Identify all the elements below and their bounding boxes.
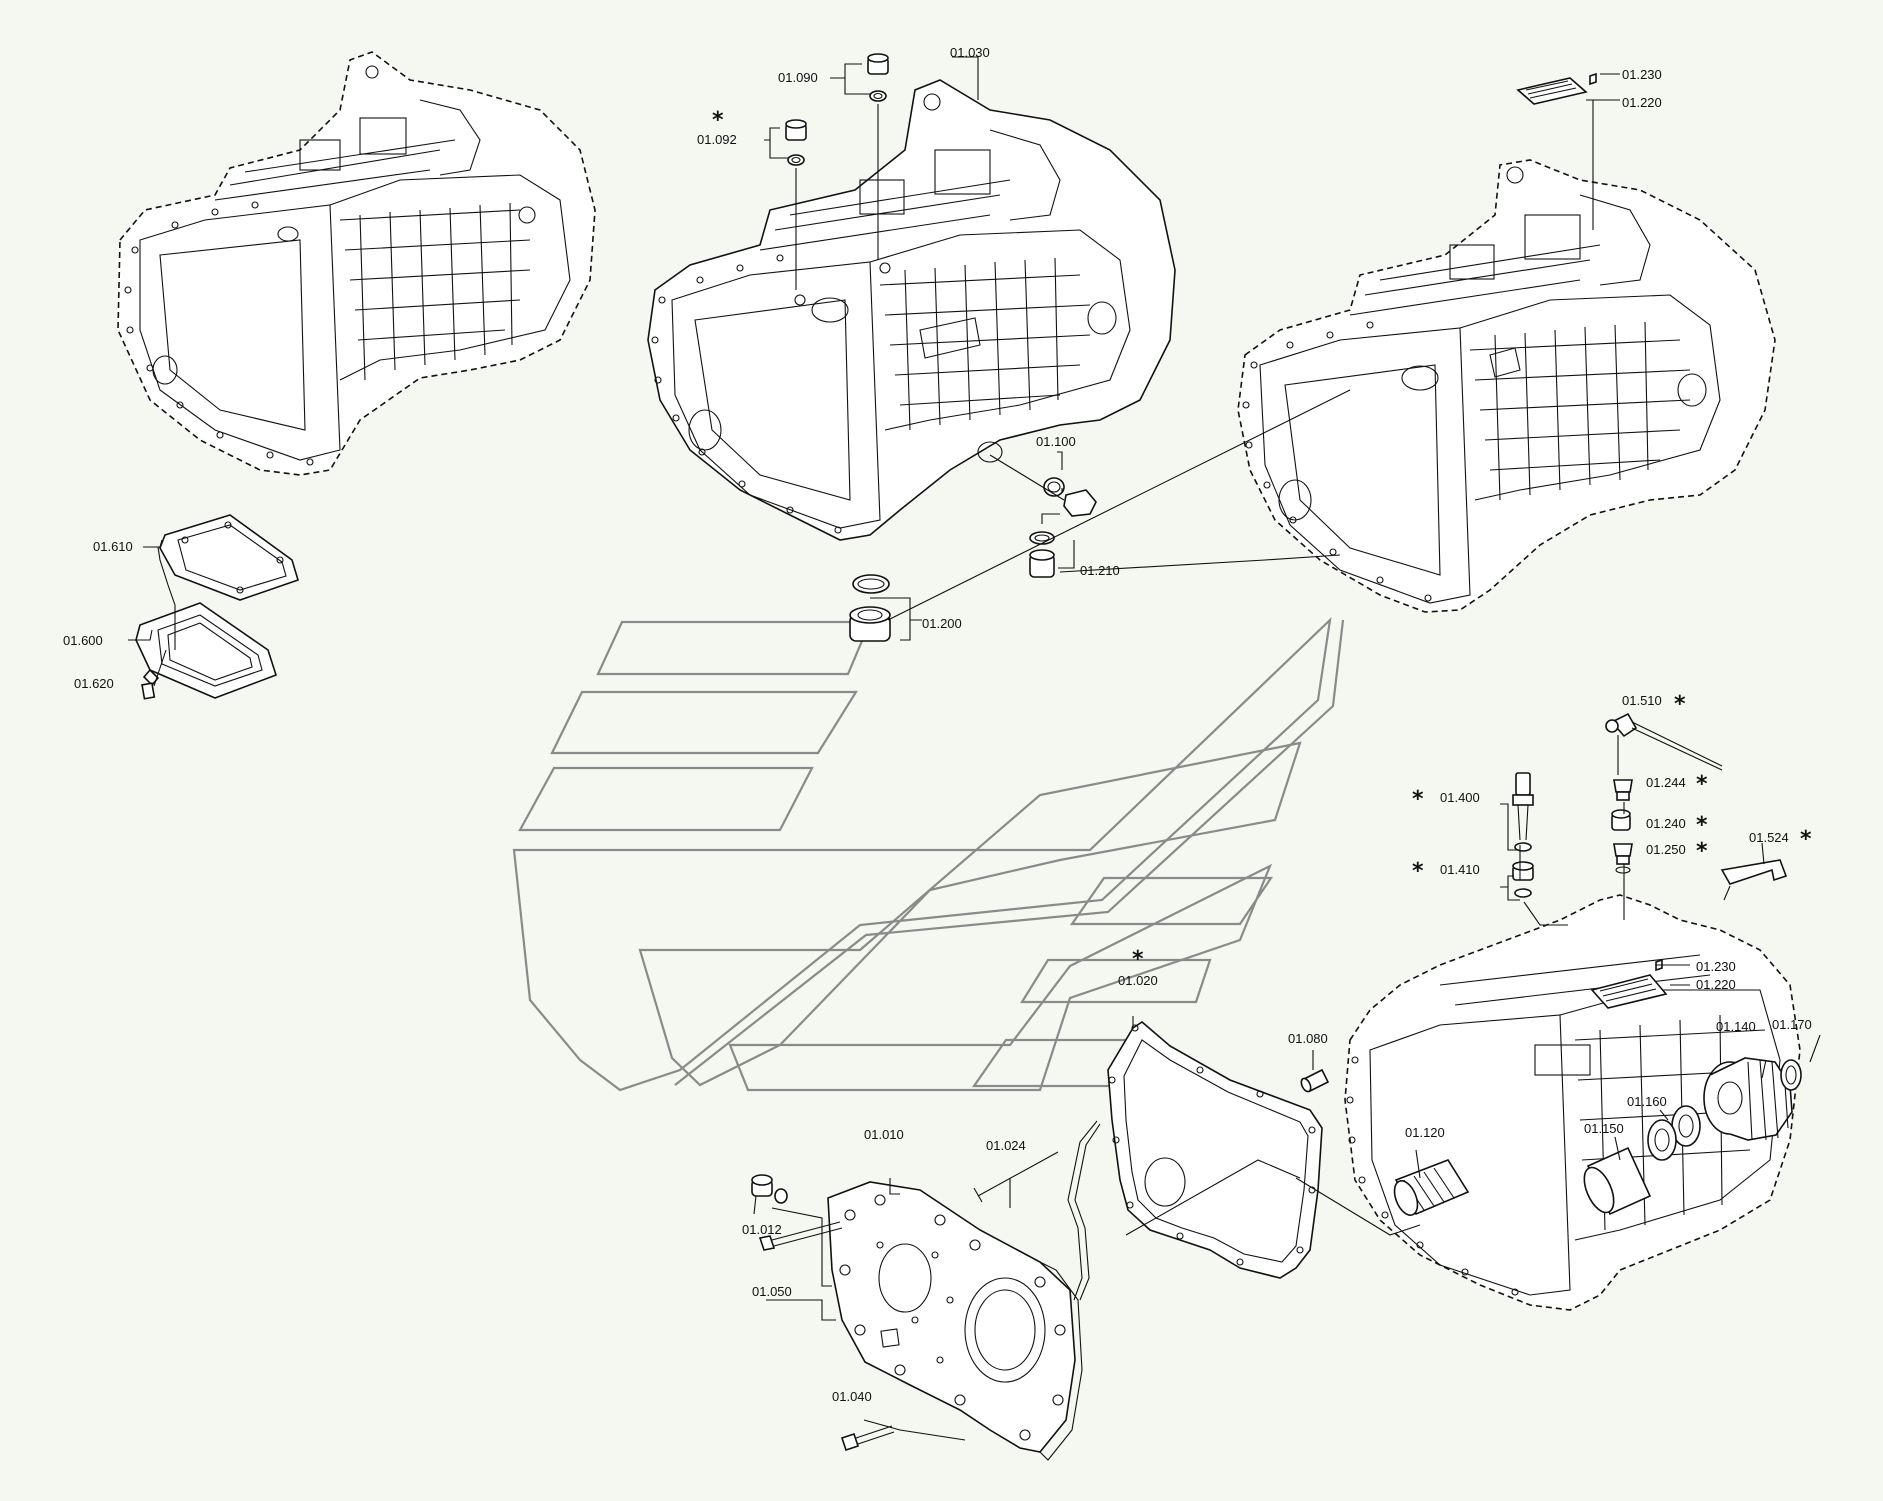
label-01-012: 01.012: [742, 1222, 782, 1237]
dipstick-01-510: [1605, 712, 1723, 771]
label-01-150: 01.150: [1584, 1121, 1624, 1136]
label-01-160: 01.160: [1627, 1094, 1667, 1109]
sleeve-01-150: [1583, 1146, 1652, 1216]
plug-01-090: [867, 53, 889, 102]
sensor-01-400: [1512, 772, 1534, 852]
label-01-040: 01.040: [832, 1389, 872, 1404]
type-plate-01-220-top: [1516, 72, 1597, 105]
bolt-01-620: [141, 668, 160, 700]
star-01-400: *: [1412, 787, 1424, 812]
star-01-524: *: [1800, 827, 1812, 852]
part-labels: 01.030 01.090 01.092 01.100 01.210 01.20…: [63, 45, 1812, 1404]
label-01-610: 01.610: [93, 539, 133, 554]
pin-01-080: [1300, 1068, 1330, 1093]
label-01-100: 01.100: [1036, 434, 1076, 449]
label-01-240: 01.240: [1646, 816, 1686, 831]
plug-01-210: [1029, 531, 1055, 578]
drain-plug-01-200: [849, 574, 891, 642]
label-01-400: 01.400: [1440, 790, 1480, 805]
snap-ring-01-170: [1780, 1059, 1802, 1091]
housing-right-phantom: [1237, 159, 1776, 613]
label-01-024: 01.024: [986, 1138, 1026, 1153]
plug-01-250: [1613, 843, 1633, 874]
star-markers: * * * * * * * * *: [712, 108, 1812, 972]
plug-01-092: [785, 119, 807, 166]
label-01-010: 01.010: [864, 1127, 904, 1142]
transmission-housing-01-030: [647, 79, 1176, 541]
plug-01-240: [1611, 809, 1631, 831]
cover-plate-01-610: [159, 514, 299, 601]
label-01-220-top: 01.220: [1622, 95, 1662, 110]
label-01-210: 01.210: [1080, 563, 1120, 578]
label-01-140: 01.140: [1716, 1019, 1756, 1034]
label-01-080: 01.080: [1288, 1031, 1328, 1046]
label-01-030: 01.030: [950, 45, 990, 60]
label-01-050: 01.050: [752, 1284, 792, 1299]
type-plate-01-220-bottom: [1590, 958, 1668, 1009]
filter-01-120: [1393, 1159, 1470, 1216]
housing-left-phantom: [117, 51, 596, 476]
star-01-410: *: [1412, 859, 1424, 884]
leader-lines: [128, 56, 1821, 1441]
end-cover-01-010: [827, 1181, 1083, 1461]
plug-01-100: [1043, 477, 1097, 517]
label-01-120: 01.120: [1405, 1125, 1445, 1140]
label-01-524: 01.524: [1749, 830, 1789, 845]
plug-01-244: [1613, 779, 1633, 801]
label-01-250: 01.250: [1646, 842, 1686, 857]
star-01-510: *: [1674, 692, 1686, 717]
gasket-01-020: [1107, 1020, 1323, 1279]
label-01-230-top: 01.230: [1622, 67, 1662, 82]
star-01-240: *: [1696, 813, 1708, 838]
plug-01-410: [1512, 861, 1534, 898]
label-01-230-bottom: 01.230: [1696, 959, 1736, 974]
star-01-092: *: [712, 108, 724, 133]
plug-01-012: [751, 1174, 788, 1204]
label-01-600: 01.600: [63, 633, 103, 648]
gear-01-140: [1703, 1057, 1793, 1141]
label-01-620: 01.620: [74, 676, 114, 691]
bolt-01-040: [840, 1425, 895, 1452]
star-01-250: *: [1696, 839, 1708, 864]
bearing-01-160: [1647, 1105, 1701, 1161]
label-01-200: 01.200: [922, 616, 962, 631]
tube-01-024: [973, 1120, 1101, 1301]
gasket-01-600: [135, 602, 277, 699]
label-01-510: 01.510: [1622, 693, 1662, 708]
watermark-logo: [512, 616, 1345, 1092]
label-01-220-bottom: 01.220: [1696, 977, 1736, 992]
star-01-244: *: [1696, 772, 1708, 797]
housing-bottom-right-phantom: [1344, 894, 1801, 1311]
label-01-090: 01.090: [778, 70, 818, 85]
clip-01-524: [1720, 859, 1788, 901]
label-01-170: 01.170: [1772, 1017, 1812, 1032]
star-01-020: *: [1132, 947, 1144, 972]
label-01-410: 01.410: [1440, 862, 1480, 877]
label-01-092: 01.092: [697, 132, 737, 147]
bolt-01-050: [758, 1221, 843, 1251]
label-01-020: 01.020: [1118, 973, 1158, 988]
label-01-244: 01.244: [1646, 775, 1686, 790]
